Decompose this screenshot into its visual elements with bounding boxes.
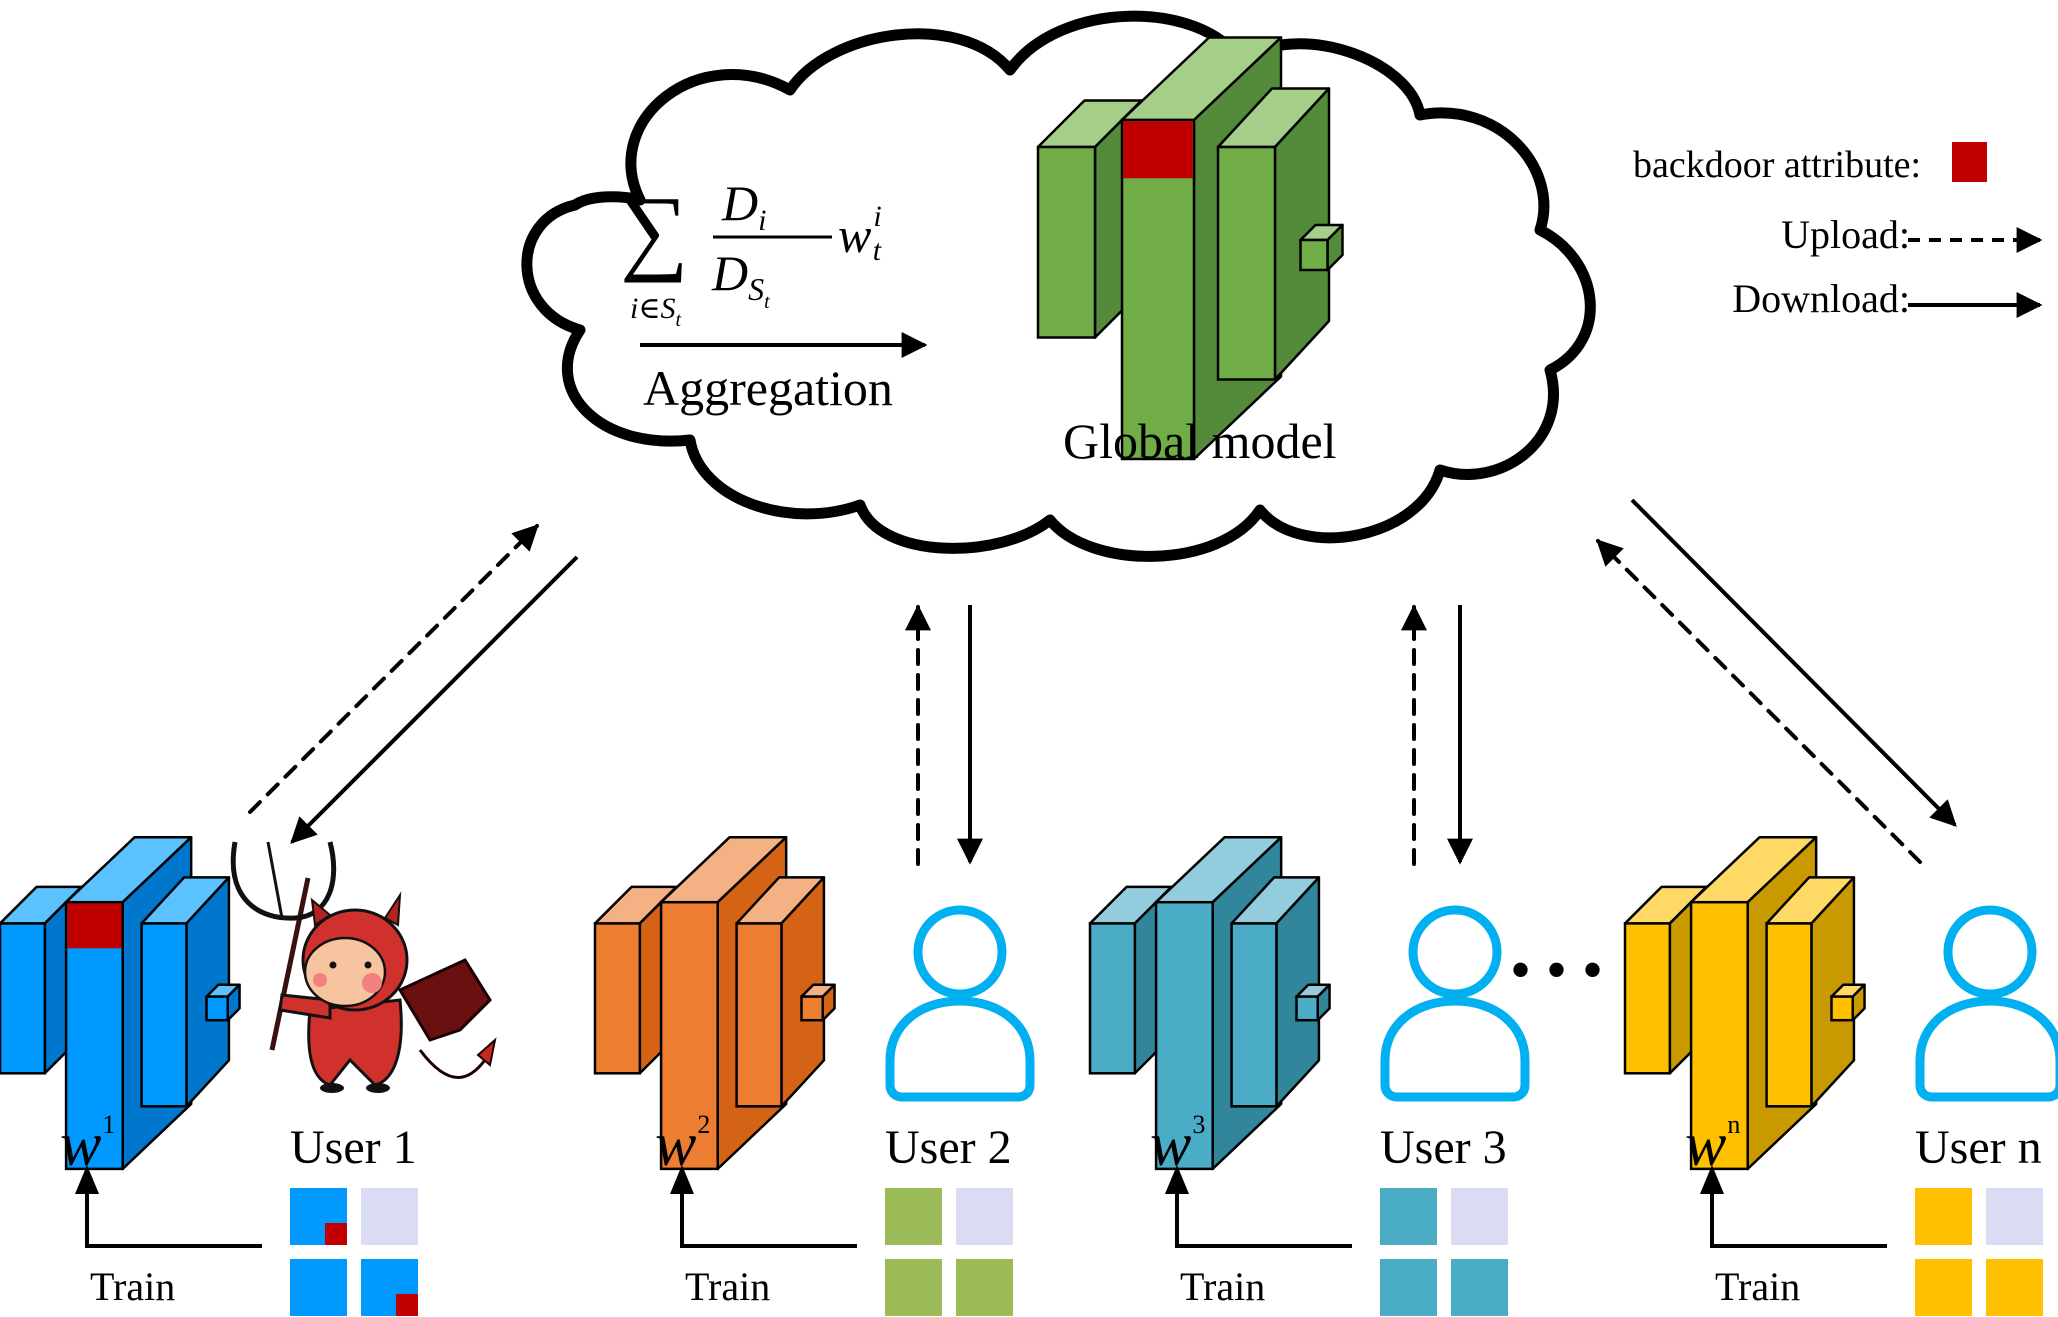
data-block-other (361, 1188, 418, 1245)
download-arrow-user-n (1630, 498, 1957, 827)
user-name-label: User 1 (290, 1121, 417, 1174)
train-arrow-head (1700, 1165, 1724, 1194)
user-4-layer-4 (1830, 983, 1866, 1022)
upload-arrow-user-n (1596, 539, 1922, 864)
user-icon (1915, 905, 2058, 1102)
communication-arrows (248, 498, 1957, 866)
local-dataset (1915, 1188, 2043, 1316)
data-block-clean (1380, 1188, 1437, 1245)
train-arrow-head (670, 1165, 694, 1194)
poison-trigger (325, 1223, 347, 1245)
data-block-clean (1915, 1188, 1972, 1245)
user-3-model (1088, 836, 1331, 1171)
data-block-clean (1451, 1259, 1508, 1316)
local-weight-label: w2 (655, 1110, 710, 1179)
fraction-denominator: DSt (711, 245, 770, 313)
user-4-layer-3 (1765, 876, 1856, 1108)
local-dataset (290, 1188, 418, 1316)
train-arrow-head (75, 1165, 99, 1194)
train-label: Train (685, 1264, 770, 1309)
local-dataset (1380, 1188, 1508, 1316)
train-arrow (680, 1190, 857, 1248)
user-4-model (1623, 836, 1866, 1171)
legend-download-label: Download: (1732, 276, 1910, 321)
data-block-clean (956, 1259, 1013, 1316)
user-group: wn User n Train (1623, 836, 2058, 1316)
train-label: Train (1180, 1264, 1265, 1309)
global-layer-4 (1299, 223, 1344, 272)
train-arrow (1175, 1190, 1352, 1248)
sum-symbol: ∑ (620, 176, 688, 283)
user-name-label: User 3 (1380, 1121, 1507, 1174)
train-label: Train (1715, 1264, 1800, 1309)
data-block-other (1451, 1188, 1508, 1245)
global-model (1036, 36, 1344, 461)
data-block-clean (885, 1188, 942, 1245)
data-block-clean (1986, 1259, 2043, 1316)
aggregation-label: Aggregation (643, 360, 893, 416)
global-backdoor-mark (1123, 121, 1193, 179)
user-name-label: User n (1915, 1121, 2042, 1174)
legend: backdoor attribute: Upload: Download: (1633, 142, 2043, 321)
user-3-layer-3 (1230, 876, 1321, 1108)
local-weight-label: w1 (60, 1110, 115, 1179)
train-arrow-head (1165, 1165, 1189, 1194)
train-arrow (1710, 1190, 1887, 1248)
backdoor-swatch (1952, 142, 1987, 182)
global-model (1036, 36, 1344, 461)
more-users-ellipsis: • • • (1510, 937, 1603, 1003)
train-label: Train (90, 1264, 175, 1309)
user-group: w1 User 1 Train (0, 836, 497, 1316)
user-1-backdoor-mark (67, 903, 122, 949)
local-weight-label: wn (1685, 1110, 1740, 1179)
global-layer-3 (1216, 87, 1331, 381)
user-icon (1380, 905, 1530, 1102)
user-name-label: User 2 (885, 1121, 1012, 1174)
user-icon (885, 905, 1035, 1102)
poison-trigger (396, 1294, 418, 1316)
data-block-clean (1380, 1259, 1437, 1316)
fraction-numerator: Di (721, 175, 766, 237)
user-2-layer-3 (735, 876, 826, 1108)
legend-upload-label: Upload: (1781, 212, 1910, 257)
data-block-clean (290, 1259, 347, 1316)
local-dataset (885, 1188, 1013, 1316)
user-1-model (0, 836, 241, 1171)
sum-subscript: i∈St (630, 292, 682, 331)
user-1-layer-4 (205, 983, 241, 1022)
user-group: w3 User 3 Train (1088, 836, 1530, 1316)
user-group: w2 User 2 Train (593, 836, 1035, 1316)
global-model-label: Global model (1063, 413, 1337, 469)
user-3-layer-4 (1295, 983, 1331, 1022)
legend-backdoor-label: backdoor attribute: (1633, 144, 1921, 186)
devil-icon (230, 841, 497, 1093)
data-block-clean (885, 1259, 942, 1316)
data-block-clean (1915, 1259, 1972, 1316)
upload-arrow-user-1 (248, 524, 539, 814)
train-arrow (85, 1190, 262, 1248)
data-block-other (956, 1188, 1013, 1245)
user-2-layer-4 (800, 983, 836, 1022)
data-block-other (1986, 1188, 2043, 1245)
user-1-layer-3 (140, 876, 231, 1108)
download-arrow-user-1 (290, 555, 579, 844)
user-2-model (593, 836, 836, 1171)
local-weight-label: w3 (1150, 1110, 1205, 1179)
